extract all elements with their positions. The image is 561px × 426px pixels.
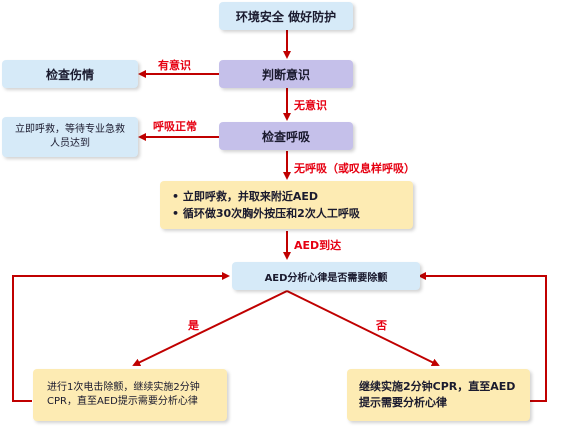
- node-cpr-steps: • 立即呼救，并取来附近AED • 循环做30次胸外按压和2次人工呼吸: [160, 181, 413, 229]
- node-judge-text: 判断意识: [261, 67, 310, 82]
- node-shock-then-cpr: 进行1次电击除颤，继续实施2分钟CPR，直至AED提示需要分析心律: [33, 369, 227, 421]
- label-yes: 是: [188, 319, 199, 332]
- label-no: 否: [376, 319, 387, 332]
- arrow-aed-to-continue: [286, 290, 440, 366]
- label-aed-arrived: AED到达: [294, 239, 342, 252]
- node-env-safe: 环境安全 做好防护: [219, 2, 353, 30]
- label-conscious: 有意识: [158, 59, 191, 72]
- node-shock-then-cpr-text: 进行1次电击除颤，继续实施2分钟CPR，直至AED提示需要分析心律: [47, 382, 200, 407]
- label-unconscious: 无意识: [294, 99, 327, 112]
- node-continue-cpr: 继续实施2分钟CPR，直至AED提示需要分析心律: [347, 369, 530, 421]
- node-aed-analyze-text: AED分析心律是否需要除颤: [264, 272, 388, 284]
- node-continue-cpr-text: 继续实施2分钟CPR，直至AED提示需要分析心律: [359, 380, 516, 409]
- label-breathing-normal: 呼吸正常: [153, 120, 197, 133]
- loop-right-back-to-aed: [418, 272, 547, 402]
- label-no-breathing: 无呼吸（或叹息样呼吸）: [294, 162, 415, 175]
- loop-left-back-to-aed: [12, 272, 230, 402]
- node-judge-consciousness: 判断意识: [219, 60, 353, 88]
- node-env-safe-text: 环境安全 做好防护: [235, 9, 337, 24]
- node-check-breathing-text: 检查呼吸: [261, 129, 310, 144]
- node-check-injury: 检查伤情: [2, 60, 138, 88]
- node-check-injury-text: 检查伤情: [45, 67, 94, 82]
- node-check-breathing: 检查呼吸: [219, 122, 353, 150]
- node-aed-analyze: AED分析心律是否需要除颤: [232, 262, 420, 290]
- arrow-aed-to-shock: [132, 290, 288, 366]
- cpr-step-compressions: • 循环做30次胸外按压和2次人工呼吸: [172, 207, 360, 220]
- cpr-step-call-aed: • 立即呼救，并取来附近AED: [172, 190, 319, 203]
- node-call-help-wait: 立即呼救，等待专业急救人员达到: [2, 117, 138, 157]
- node-call-help-wait-text: 立即呼救，等待专业急救人员达到: [15, 124, 125, 149]
